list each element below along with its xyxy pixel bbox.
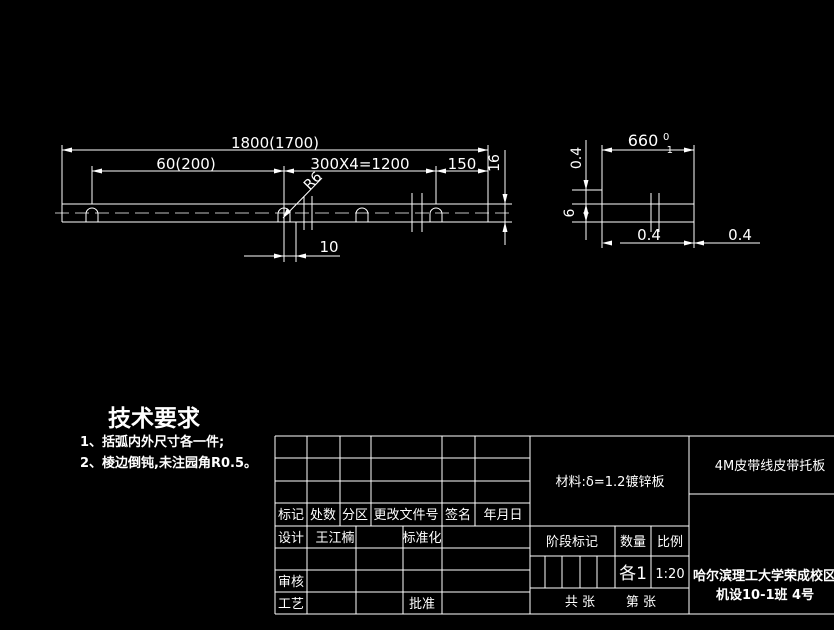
designer-label: 设计	[278, 531, 304, 546]
header-zone: 分区	[342, 508, 368, 523]
dim-side-bottom1: 0.4	[637, 226, 661, 244]
header-mark: 标记	[278, 508, 304, 523]
title-block-text: 材料:δ=1.2镀锌板 4M皮带线皮带托板 标记 处数 分区 更改文件号 签名 …	[278, 459, 834, 612]
quantity-label: 数量	[620, 535, 646, 550]
quantity-value: 各1	[619, 564, 647, 584]
side-view-dimensions: 660 0 -1 0.4 6 0.4 0.4	[562, 131, 752, 244]
dim-side-bottom2: 0.4	[728, 226, 752, 244]
school-name: 哈尔滨理工大学荣成校区	[693, 568, 834, 584]
header-count: 处数	[310, 508, 336, 523]
tech-requirements-title: 技术要求	[108, 406, 200, 432]
standardization-label: 标准化	[402, 531, 441, 546]
material-spec: 材料:δ=1.2镀锌板	[556, 474, 665, 490]
dim-first-slot: 60(200)	[156, 155, 215, 173]
sheet-number: 第 张	[626, 595, 656, 610]
header-sign: 签名	[445, 507, 471, 523]
title-block-grid	[274, 435, 834, 615]
tech-requirement-2: 2、棱边倒钝,未注园角R0.5。	[80, 456, 258, 471]
designer-name: 王江楠	[315, 531, 354, 546]
scale-label: 比例	[657, 535, 683, 550]
dim-side-top: 0.4	[569, 147, 585, 169]
dim-side-tol-upper: 0	[663, 132, 669, 143]
dim-side-width: 660	[628, 131, 659, 150]
stage-mark-label: 阶段标记	[546, 535, 598, 550]
front-view	[55, 145, 512, 262]
approve-label: 批准	[409, 597, 435, 612]
tech-requirement-1: 1、括弧内外尺寸各一件;	[80, 435, 225, 450]
part-name: 4M皮带线皮带托板	[715, 459, 826, 474]
dim-slot-pitch: 300X4=1200	[310, 155, 409, 173]
side-view-arrows	[583, 147, 704, 246]
dim-last-slot: 150	[448, 155, 477, 173]
dim-side-tol-lower: -1	[663, 145, 673, 156]
header-date: 年月日	[483, 508, 522, 523]
dim-height: 16	[487, 154, 503, 172]
side-view	[572, 140, 760, 248]
class-info: 机设10-1班 4号	[716, 587, 814, 603]
front-view-dimensions: 1800(1700) 60(200) 300X4=1200 150 16 R6 …	[156, 134, 503, 256]
front-view-arrows	[62, 147, 508, 259]
sheets-total: 共 张	[565, 595, 595, 610]
process-label: 工艺	[278, 597, 304, 612]
review-label: 审核	[278, 575, 304, 590]
dim-total-length: 1800(1700)	[231, 134, 319, 152]
dim-slot-width: 10	[319, 238, 338, 256]
dim-side-left: 6	[562, 208, 578, 217]
scale-value: 1:20	[655, 567, 684, 582]
header-docno: 更改文件号	[373, 508, 438, 523]
